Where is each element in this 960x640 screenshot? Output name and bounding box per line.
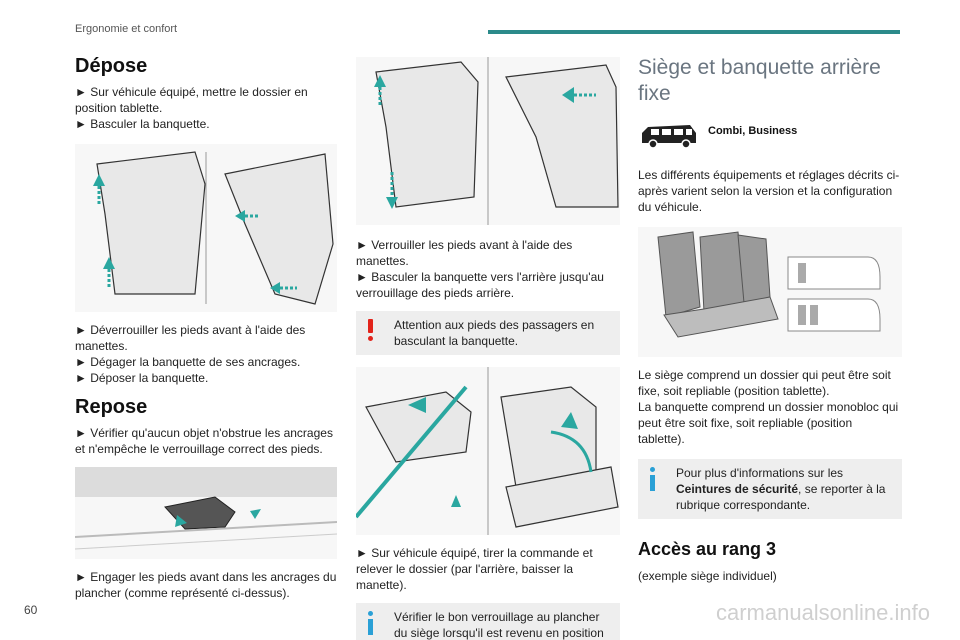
- warning-text: Attention aux pieds des passagers en bas…: [394, 318, 595, 348]
- info-ceintures-bold: Ceintures de sécurité: [676, 482, 799, 496]
- para-banquette: La banquette comprend un dossier monoblo…: [638, 400, 899, 446]
- depose-step-1: ► Sur véhicule équipé, mettre le dossier…: [75, 85, 308, 115]
- verrouiller-step-1: ► Verrouiller les pieds avant à l'aide d…: [356, 238, 573, 268]
- depose-step-2: ► Basculer la banquette.: [75, 117, 210, 131]
- info-text: Vérifier le bon verrouillage au plancher…: [394, 610, 604, 640]
- info-ceintures-suffix: , se reporter à la rubrique correspondan…: [676, 482, 886, 512]
- column-right: Siège et banquette arrière fixe Combi, B…: [638, 55, 902, 584]
- vehicle-label: Combi, Business: [708, 125, 798, 137]
- header-accent-bar: [488, 30, 900, 34]
- vehicle-version-row: Combi, Business: [638, 121, 902, 151]
- info-icon: [650, 467, 656, 491]
- illustration-raise-backrest: [356, 367, 620, 535]
- repose-title: Repose: [75, 396, 148, 418]
- access-note: (exemple siège individuel): [638, 569, 777, 583]
- header-section-title: Ergonomie et confort: [75, 23, 178, 35]
- info-ceintures-prefix: Pour plus d'informations sur les: [676, 466, 844, 480]
- depose-step-4: ► Dégager la banquette de ses ancrages.: [75, 355, 301, 369]
- info-box-ceintures: Pour plus d'informations sur les Ceintur…: [638, 459, 902, 519]
- tirer-commande-step: ► Sur véhicule équipé, tirer la commande…: [356, 546, 593, 592]
- repose-step-2: ► Engager les pieds avant dans les ancra…: [75, 570, 337, 600]
- para-siege: Le siège comprend un dossier qui peut êt…: [638, 368, 891, 398]
- section-title-line-2: fixe: [638, 82, 671, 105]
- depose-step-5: ► Déposer la banquette.: [75, 371, 209, 385]
- page-number: 60: [24, 603, 38, 617]
- info-icon: [368, 611, 374, 635]
- illustration-bench-tilt: [75, 144, 337, 312]
- section-title: Siège et banquette arrière fixe: [638, 55, 902, 107]
- depose-title: Dépose: [75, 55, 148, 77]
- depose-step-3: ► Déverrouiller les pieds avant à l'aide…: [75, 323, 306, 353]
- verrouiller-step-2: ► Basculer la banquette vers l'arrière j…: [356, 270, 604, 300]
- warning-box: Attention aux pieds des passagers en bas…: [356, 311, 620, 355]
- column-middle: ► Verrouiller les pieds avant à l'aide d…: [356, 55, 620, 640]
- warning-exclamation-icon: [368, 319, 374, 341]
- van-icon: [642, 125, 696, 149]
- intro-text: Les différents équipements et réglages d…: [638, 168, 900, 214]
- illustration-floor-anchor: [75, 467, 337, 559]
- repose-step-1: ► Vérifier qu'aucun objet n'obstrue les …: [75, 426, 333, 456]
- info-box-verrouillage: Vérifier le bon verrouillage au plancher…: [356, 603, 620, 640]
- section-title-line-1: Siège et banquette arrière: [638, 56, 881, 79]
- column-left: Dépose ► Sur véhicule équipé, mettre le …: [75, 55, 337, 601]
- illustration-lock-front-feet: [356, 57, 620, 225]
- illustration-rear-seats: [638, 227, 902, 357]
- watermark: carmanualsonline.info: [715, 600, 930, 625]
- access-title: Accès au rang 3: [638, 539, 777, 559]
